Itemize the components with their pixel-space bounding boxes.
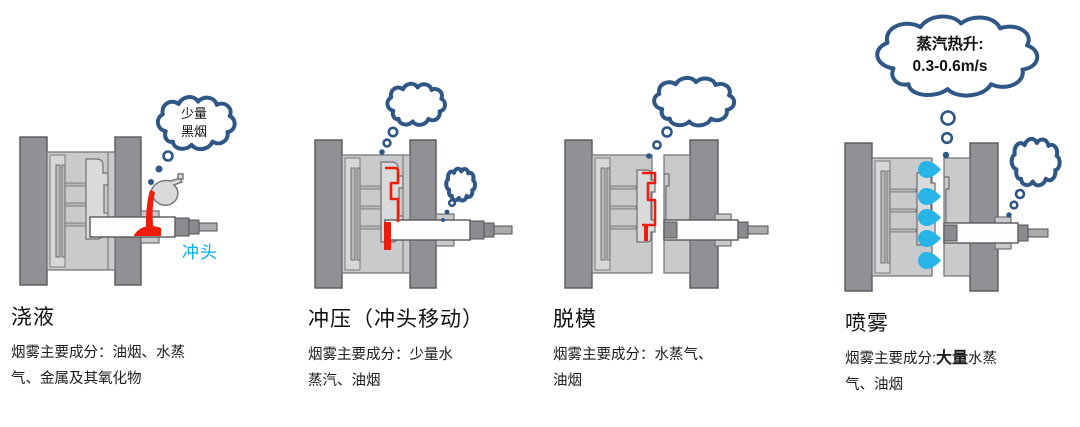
smoke-cloud-label: 少量 黑烟 (180, 106, 207, 139)
panel-demolding-graphic (564, 76, 769, 289)
molten-metal-cavity-icon (384, 166, 400, 250)
thought-cloud-steam (877, 17, 1037, 159)
panel-pouring-title: 浇液 (11, 306, 55, 329)
panel-pouring-desc: 烟雾主要成分：油烟、水蒸 气、金属及其氧化物 (11, 345, 185, 387)
steam-cloud-label: 蒸汽热升: 0.3-0.6m/s (912, 36, 988, 75)
pouring-ladle-icon (150, 173, 184, 206)
molten-metal-stream-icon (134, 190, 161, 236)
thought-cloud-large (379, 82, 447, 155)
thought-cloud-small (441, 167, 476, 222)
thought-cloud-large (646, 76, 736, 159)
panel-stamping-desc: 烟雾主要成分：少量水 蒸汽、油烟 (308, 347, 453, 389)
die-casting-machine-closed-icon (314, 139, 513, 289)
panel-spraying-graphic (844, 8, 1062, 292)
panel-spraying-desc: 烟雾主要成分:大量水蒸 气、油烟 (845, 350, 998, 393)
panel-demolding-desc: 烟雾主要成分：水蒸气、 油烟 (553, 347, 713, 389)
panel-pouring-graphic (19, 95, 237, 286)
panel-stamping-title: 冲压（冲头移动） (308, 308, 484, 331)
thought-cloud-smoke (148, 95, 237, 185)
punch-label: 冲头 (182, 243, 218, 262)
panel-stamping-graphic (314, 82, 513, 289)
panel-demolding-title: 脱模 (553, 308, 597, 331)
thought-cloud-small (1006, 137, 1062, 218)
panel-spraying-title: 喷雾 (845, 312, 889, 335)
die-casting-machine-open-icon (564, 139, 769, 289)
cast-part-icon (642, 171, 657, 241)
